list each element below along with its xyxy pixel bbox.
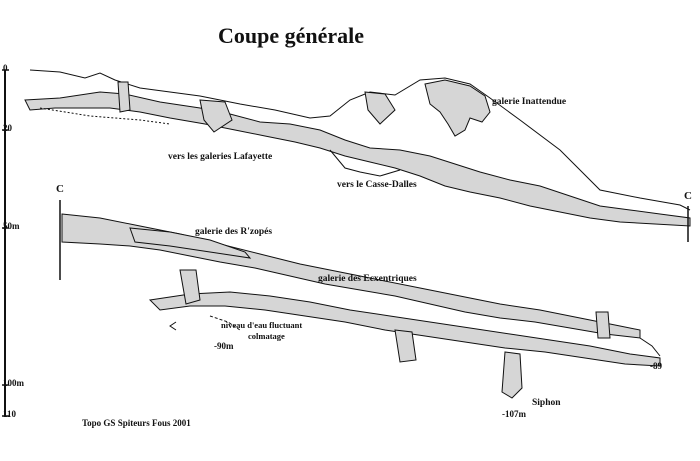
water-level xyxy=(209,315,241,331)
scale-label-50m: 50m xyxy=(3,221,20,231)
label-inattendue: galerie Inattendue xyxy=(492,97,567,107)
page-title: Coupe générale xyxy=(218,23,365,48)
inattendue-chamber xyxy=(424,79,491,137)
depth-107: -107m xyxy=(502,409,526,419)
upper-shaft-3 xyxy=(364,91,396,125)
excentriques-gallery xyxy=(148,291,661,367)
lower-shaft-2 xyxy=(394,329,417,363)
casse-dalles-branch xyxy=(329,149,401,177)
left-arrow xyxy=(169,321,177,331)
scale-label-110: 110 xyxy=(3,409,17,419)
depth-scale xyxy=(2,69,9,417)
lower-shaft-1 xyxy=(179,269,201,305)
label-excentriques: galerie des Ecxentriques xyxy=(318,274,417,284)
label-siphon: Siphon xyxy=(532,398,561,408)
scale-label-20: 20 xyxy=(3,123,12,133)
upper-network xyxy=(24,69,691,242)
lower-network xyxy=(59,200,661,399)
depth-90: -90m xyxy=(214,341,234,351)
upper-traverse xyxy=(39,107,171,125)
section-marker-left: C xyxy=(56,183,64,195)
siphon-shaft xyxy=(501,351,523,399)
upper-shaft-1 xyxy=(117,81,131,113)
final-descent xyxy=(639,337,661,357)
rzopes-branch xyxy=(129,227,252,259)
survey-credit: Topo GS Spiteurs Fous 2001 xyxy=(82,418,191,428)
label-rzopes: galerie des R'zopés xyxy=(195,227,273,237)
label-colmatage: colmatage xyxy=(248,331,285,341)
right-shaft xyxy=(595,311,611,339)
depth-89: -89 xyxy=(650,361,662,371)
label-casse-dalles: vers le Casse-Dalles xyxy=(337,180,417,190)
label-lafayette: vers les galeries Lafayette xyxy=(168,152,273,162)
label-niveau-eau: niveau d'eau fluctuant xyxy=(221,320,303,330)
surface-line xyxy=(29,69,691,211)
upper-shaft-2 xyxy=(199,99,233,133)
scale-label-100m: 100m xyxy=(3,378,24,388)
section-marker-right: C xyxy=(684,190,692,202)
upper-gallery xyxy=(24,91,691,227)
scale-label-0: 0 xyxy=(3,63,8,73)
